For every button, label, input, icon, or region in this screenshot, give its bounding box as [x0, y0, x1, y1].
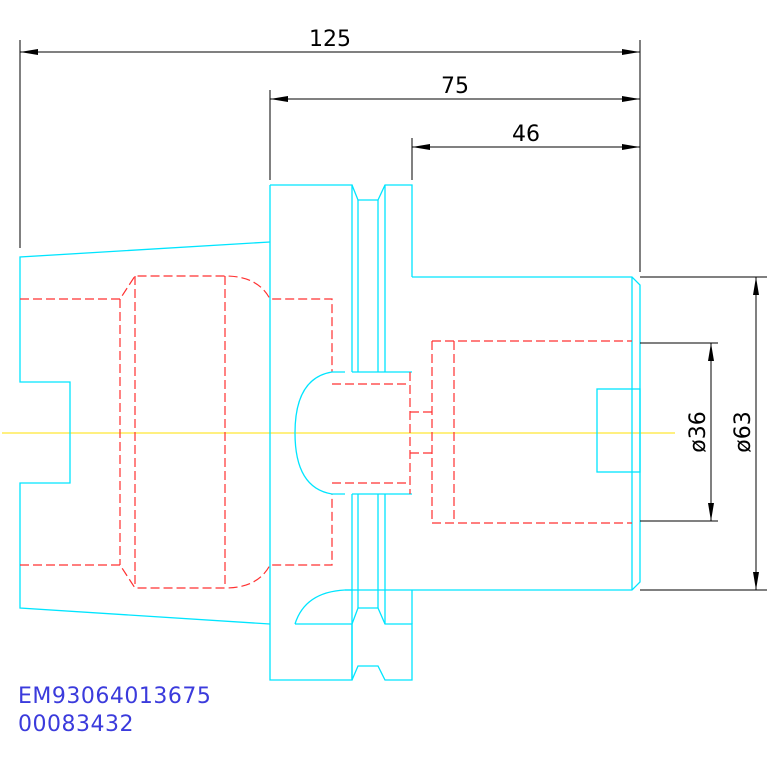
arrow-46-left: [412, 144, 430, 150]
taper-shank-outline: [19, 241, 271, 625]
dim-label-75: 75: [441, 74, 469, 99]
hidden-taper-bore-bottom: [20, 494, 333, 589]
hidden-taper-bore: [20, 275, 333, 372]
part-code-primary: EM93064013675: [18, 684, 212, 709]
dim-label-36: ø36: [686, 411, 711, 452]
arrow-36-bottom: [708, 503, 714, 521]
v-groove-top: [351, 184, 413, 277]
hidden-lines: [20, 275, 632, 589]
drive-slot: [294, 589, 352, 625]
dim-label-125: 125: [309, 27, 351, 52]
part-code-secondary: 00083432: [18, 712, 134, 737]
v-groove-bottom: [351, 607, 413, 681]
arrow-46-right: [622, 144, 640, 150]
part-outline: [19, 184, 641, 681]
dim-label-63: ø63: [731, 411, 756, 452]
arrow-75-right: [622, 96, 640, 102]
arrow-125-right: [622, 49, 640, 55]
hidden-round-end: [294, 371, 345, 495]
arrow-63-bottom: [753, 572, 759, 590]
arrow-36-top: [708, 343, 714, 361]
dimension-lines: 125 75 46 ø36 ø63: [19, 27, 767, 591]
set-screw-outline: [596, 388, 641, 473]
arrow-63-top: [753, 277, 759, 295]
hidden-clamping-bore: [431, 340, 632, 524]
hidden-coolant-channel: [410, 411, 432, 454]
arrow-75-left: [270, 96, 288, 102]
arrow-125-left: [20, 49, 38, 55]
dim-label-46: 46: [512, 122, 540, 147]
